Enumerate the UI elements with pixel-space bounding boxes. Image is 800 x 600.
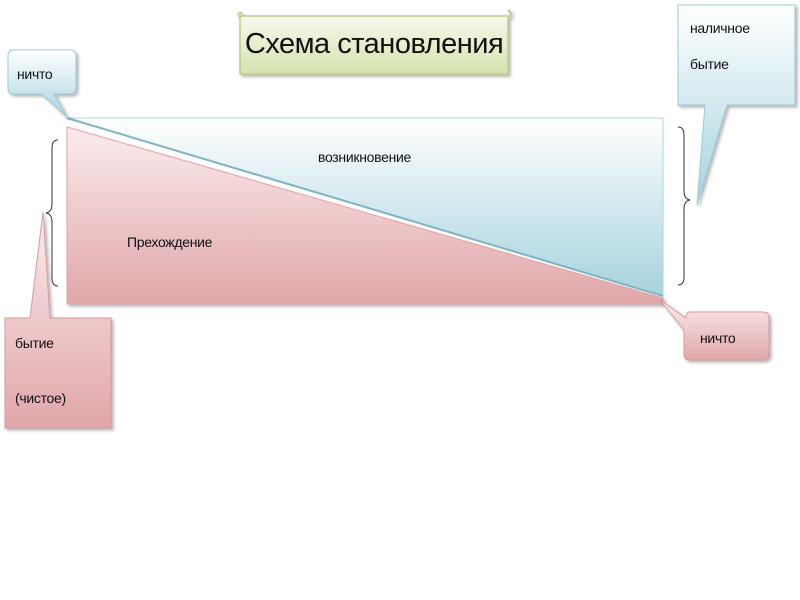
passing-label: Прехождение bbox=[127, 234, 213, 250]
pure-being-line2: (чистое) bbox=[15, 390, 66, 406]
callout-nothing-top bbox=[7, 49, 77, 119]
callout-pure-being bbox=[4, 211, 112, 429]
right-brace bbox=[677, 126, 691, 286]
title-scroll bbox=[237, 9, 512, 75]
determinate-being-line2: бытие bbox=[690, 56, 729, 72]
callout-determinate-being bbox=[677, 4, 796, 206]
arising-label: возникновение bbox=[318, 149, 412, 165]
callout-nothing-bottom bbox=[659, 299, 770, 361]
left-brace bbox=[45, 139, 59, 287]
nothing-top-label: ничто bbox=[17, 66, 53, 82]
diagram-title: Схема становления bbox=[244, 27, 504, 60]
determinate-being-line1: наличное bbox=[690, 20, 750, 36]
pure-being-line1: бытие bbox=[15, 335, 54, 351]
nothing-bottom-label: ничто bbox=[700, 330, 736, 346]
